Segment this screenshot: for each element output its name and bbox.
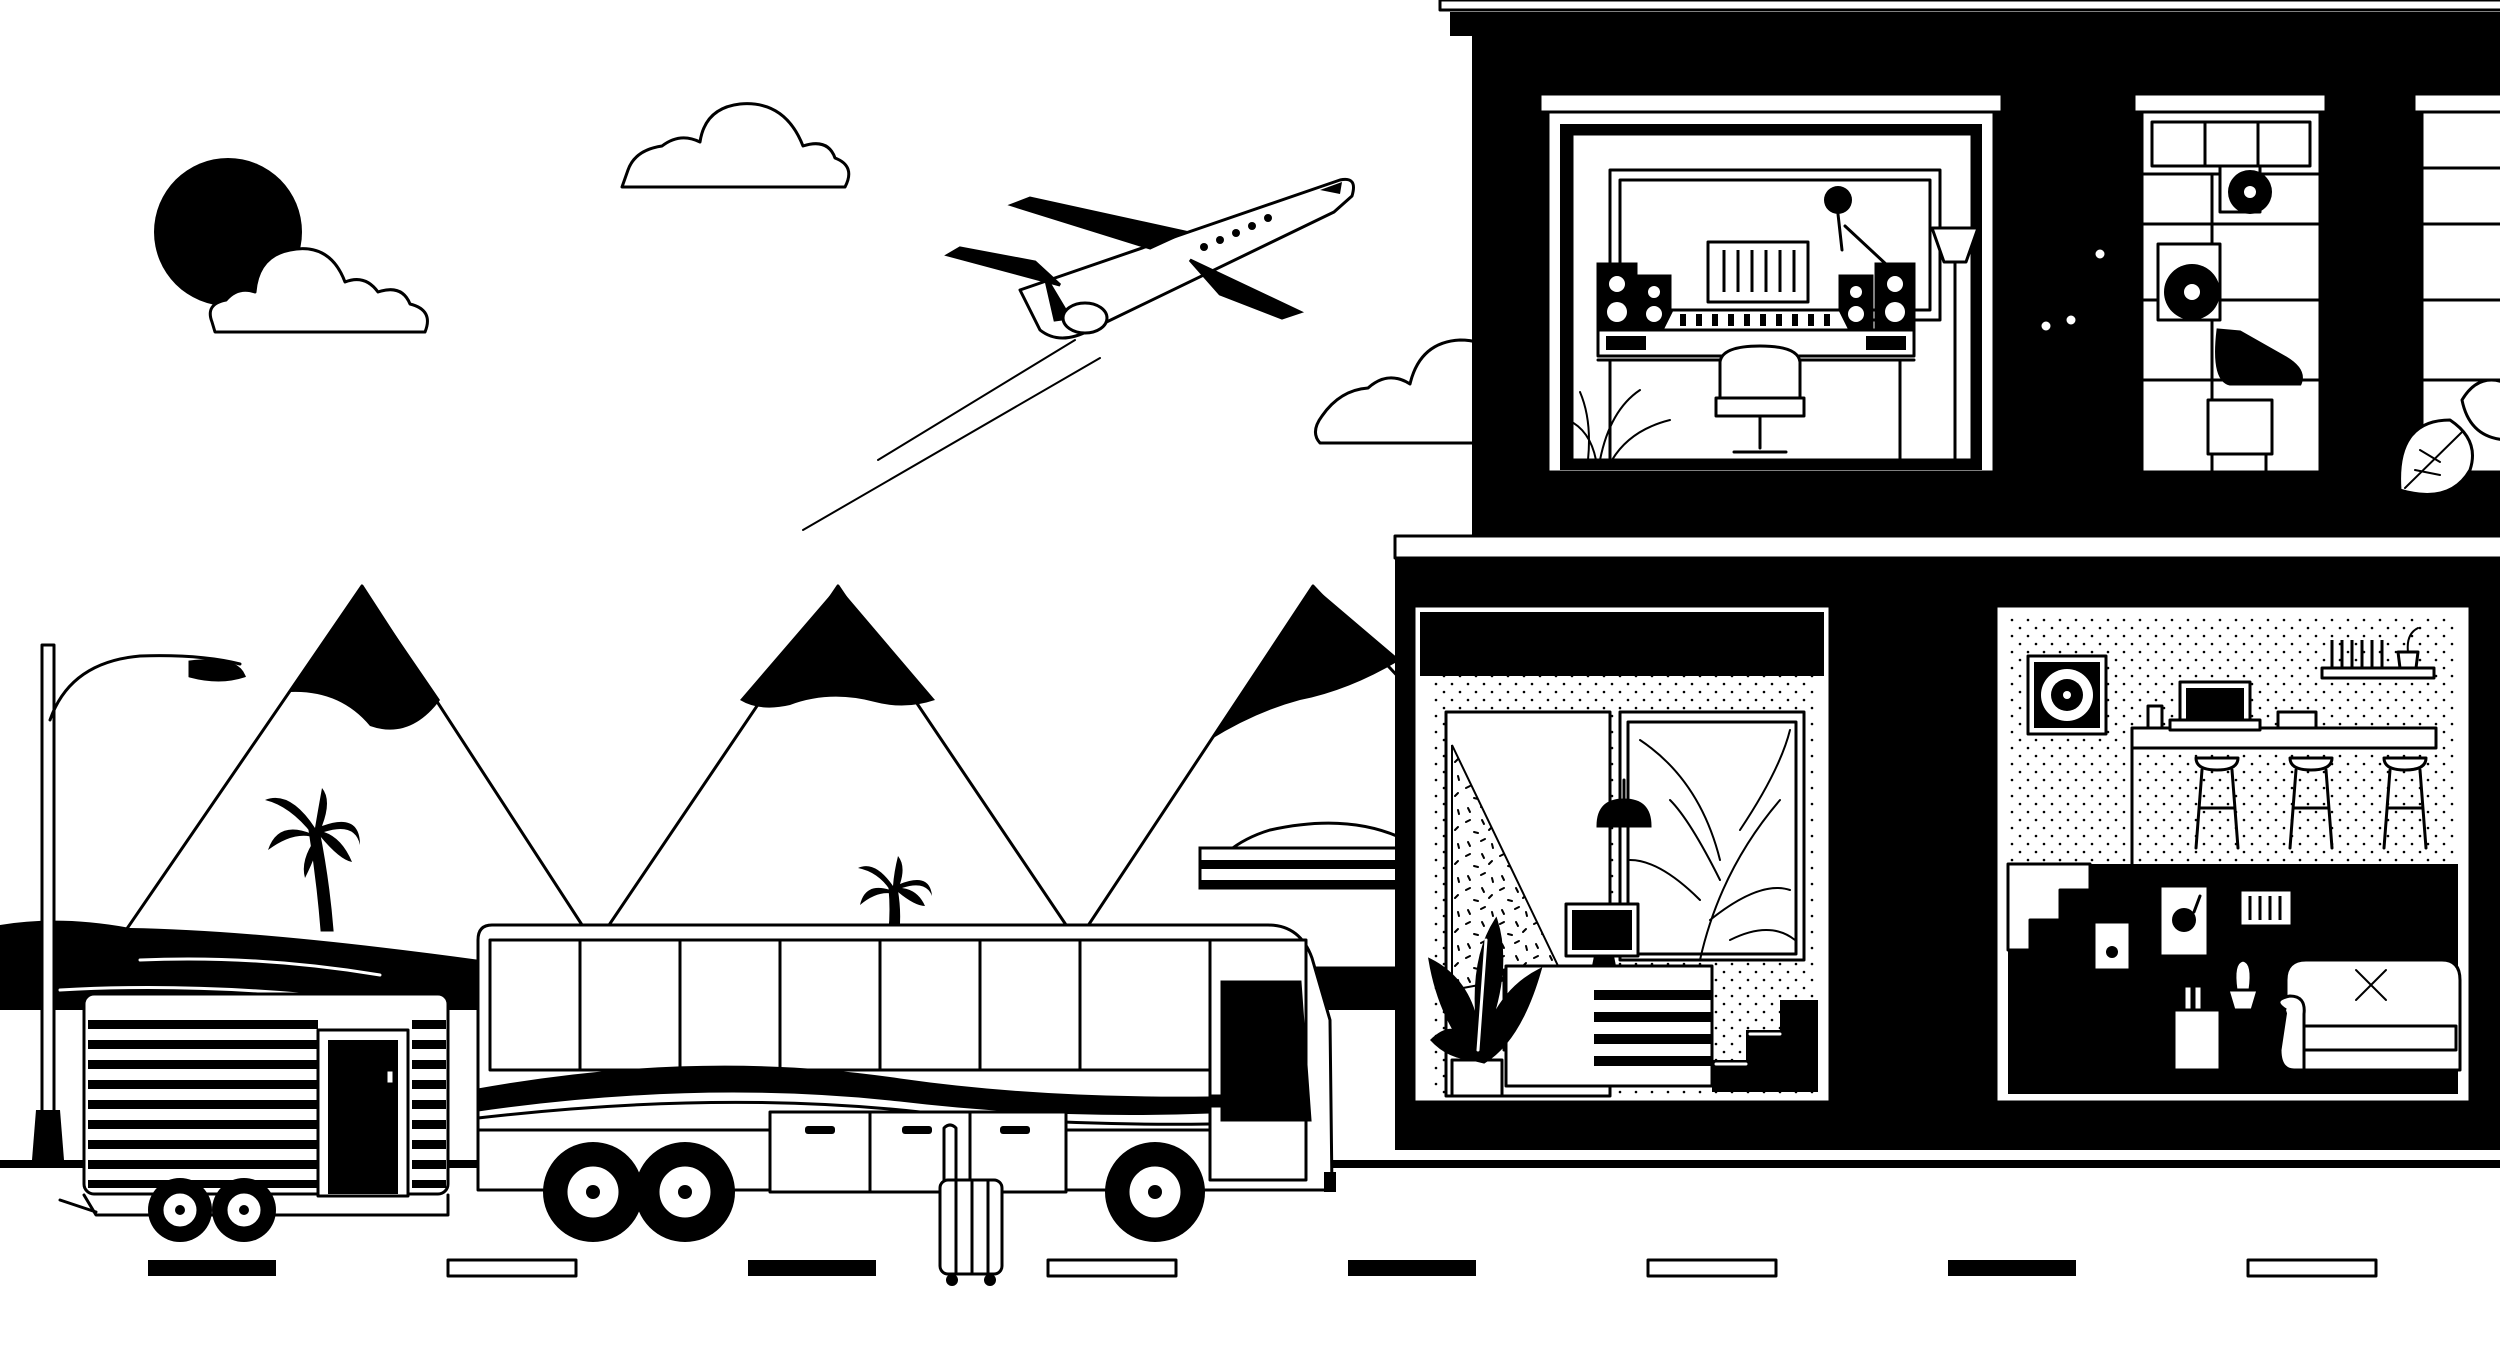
street-lamp (32, 643, 246, 1160)
palm-tree-left (265, 788, 360, 932)
bus-wheel (543, 1142, 643, 1242)
bus-wheel (635, 1142, 735, 1242)
mountain-left (98, 584, 612, 970)
lane-markings (148, 1258, 2378, 1278)
loft-window (1994, 604, 2472, 1104)
mountains (0, 584, 1422, 1010)
trailer-wheel (212, 1178, 276, 1242)
awning (1198, 821, 1422, 890)
bar-stool (2288, 756, 2334, 850)
airplane (802, 177, 1355, 531)
edge-window (2398, 92, 2500, 496)
trailer (58, 992, 450, 1242)
mountain-middle (578, 584, 1097, 970)
mountain-right (1058, 584, 1422, 970)
music-note-icon (2092, 225, 2123, 262)
cloud-top (620, 102, 851, 189)
bar-stool (2382, 756, 2428, 850)
record-window (2132, 92, 2328, 474)
building (1393, 0, 2500, 1150)
studio-window (1538, 92, 2004, 474)
palm-tree-middle (858, 856, 932, 932)
tour-bus (476, 923, 1336, 1242)
living-window (1412, 604, 1832, 1104)
bar-stool (2194, 756, 2240, 850)
music-note-icon (2038, 292, 2079, 334)
bus-wheel (1105, 1142, 1205, 1242)
suitcase (938, 1123, 1004, 1286)
trailer-wheel (148, 1178, 212, 1242)
cloud-left (208, 247, 429, 334)
sky (154, 102, 1577, 531)
